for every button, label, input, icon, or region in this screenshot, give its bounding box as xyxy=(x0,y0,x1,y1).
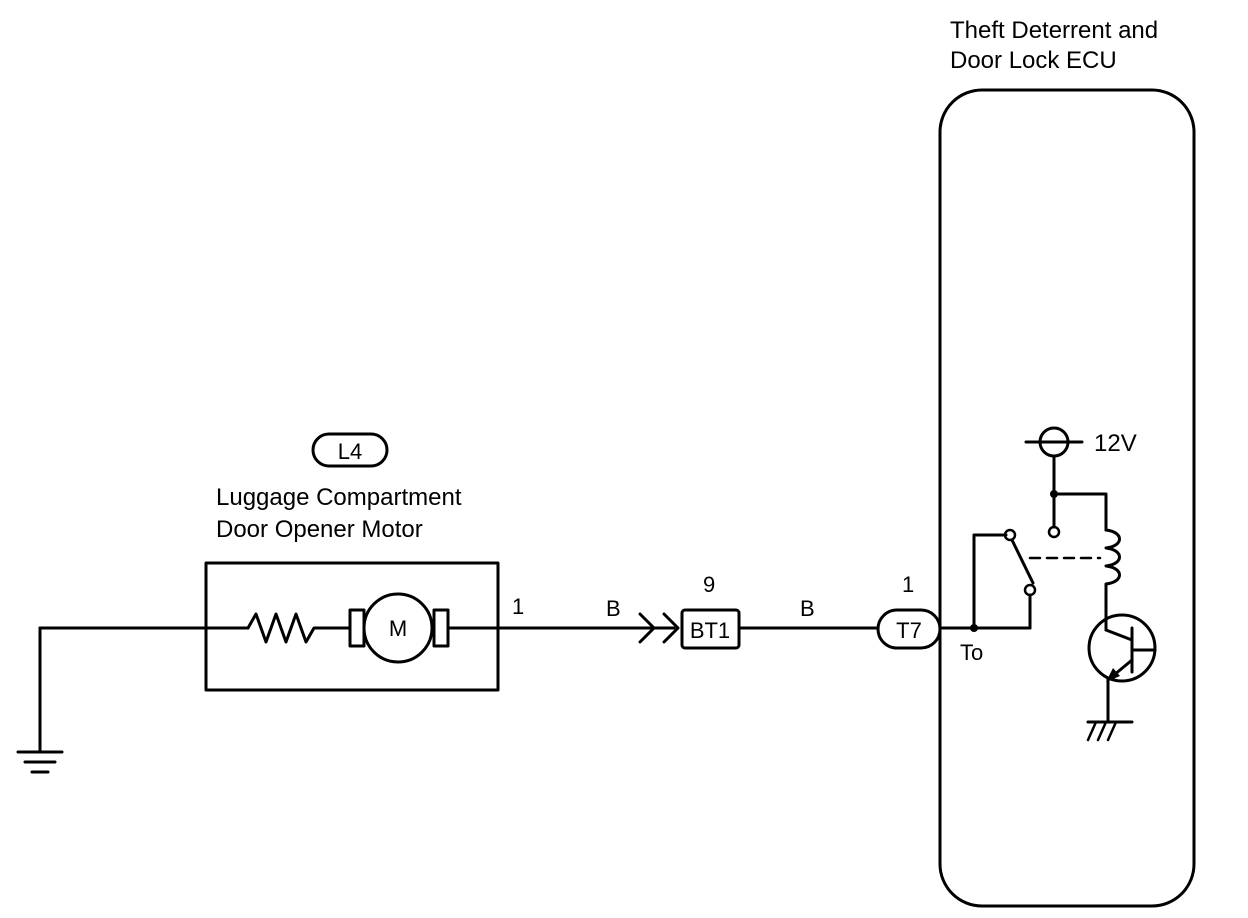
motor-icon xyxy=(348,592,450,664)
motor-name-line2: Door Opener Motor xyxy=(216,516,423,543)
ecu-title-line2: Door Lock ECU xyxy=(950,47,1117,74)
connector-chevron-icon xyxy=(638,612,680,644)
relay-switch-icon xyxy=(1003,525,1061,597)
l4-label: L4 xyxy=(338,439,362,464)
coil-feed-wire xyxy=(1052,492,1108,532)
t7-pin-number: 1 xyxy=(902,572,914,597)
motor-symbol-label: M xyxy=(389,616,407,641)
relay-coil-icon xyxy=(1104,528,1121,610)
chassis-ground-icon xyxy=(1086,720,1134,742)
supply-voltage-label: 12V xyxy=(1094,430,1137,457)
motor-name-line1: Luggage Compartment xyxy=(216,484,462,511)
l4-connector-pill xyxy=(311,432,389,468)
ground-symbol xyxy=(16,626,64,774)
switch-feed-wire xyxy=(972,533,1008,630)
resistor-icon xyxy=(246,612,352,644)
bt1-pin-number: 9 xyxy=(703,572,715,597)
ecu-title-line1: Theft Deterrent and xyxy=(950,17,1158,44)
motor-pin-number: 1 xyxy=(512,594,524,619)
terminal-name-label: To xyxy=(960,640,983,665)
ecu-box xyxy=(938,88,1196,908)
wire-color-right: B xyxy=(800,596,815,621)
bt1-label: BT1 xyxy=(690,618,730,643)
power-supply-icon xyxy=(1024,426,1084,529)
transistor-icon xyxy=(1087,606,1157,724)
t7-label: T7 xyxy=(896,618,922,643)
wire-color-left: B xyxy=(606,596,621,621)
